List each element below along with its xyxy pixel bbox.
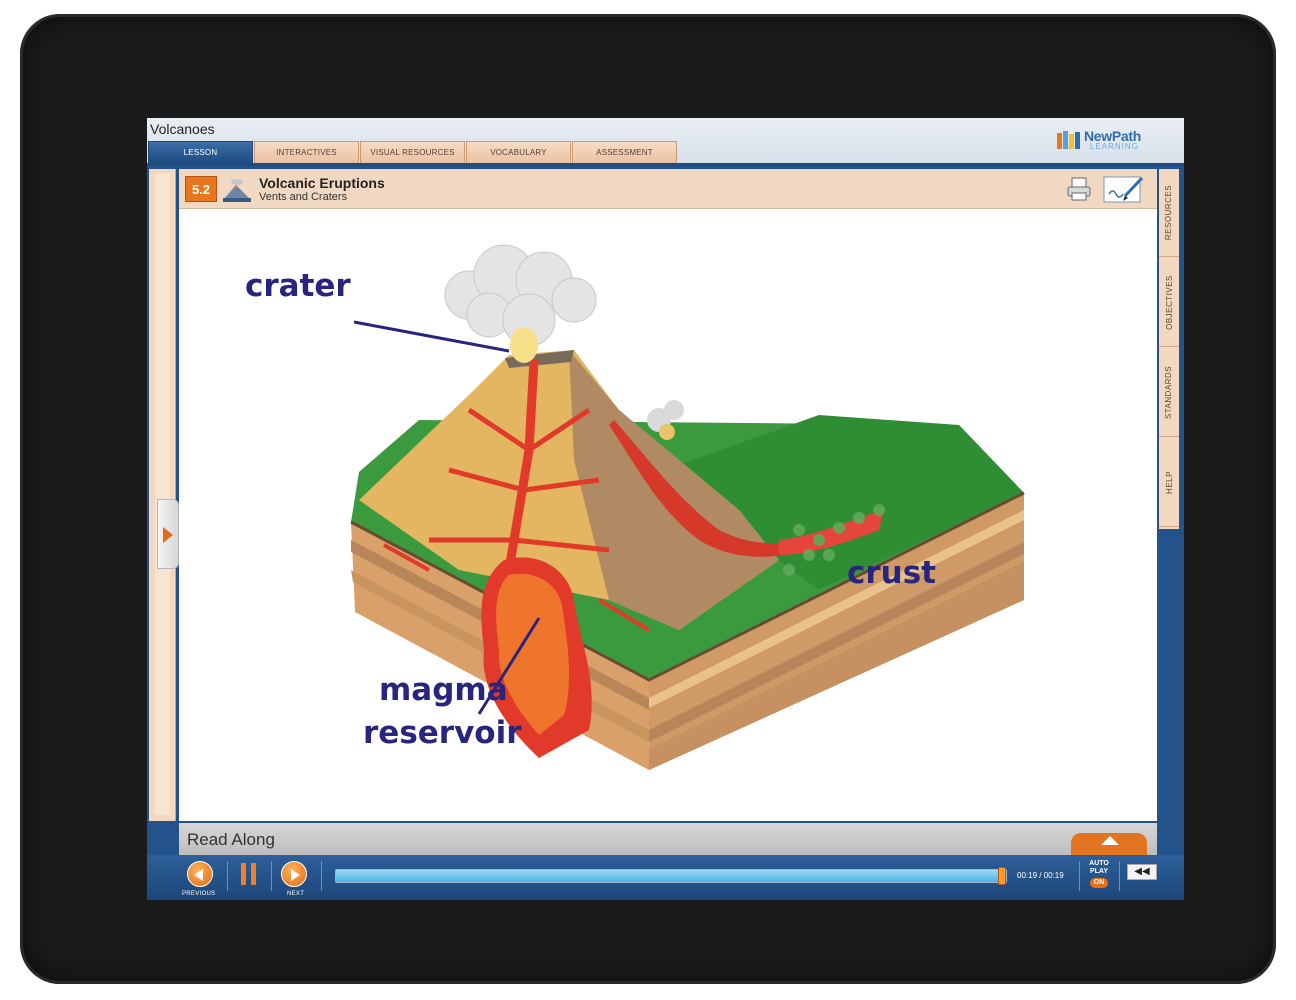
logo-brand: NewPath: [1084, 128, 1142, 144]
label-crust: crust: [847, 555, 937, 591]
left-rail-inner: [155, 173, 170, 815]
lesson-content: 5.2 Volcanic Eruptions Vents and Craters: [179, 169, 1157, 821]
arrow-right-icon: [291, 869, 300, 881]
logo-sub: LEARNING: [1090, 142, 1139, 151]
side-tab-label: OBJECTIVES: [1164, 275, 1174, 330]
main-tabs: LESSON INTERACTIVES VISUAL RESOURCES VOC…: [148, 141, 678, 163]
progress-scrubber[interactable]: [998, 867, 1006, 885]
label-magma: magma: [379, 672, 508, 708]
separator: [321, 861, 322, 891]
tab-interactives[interactable]: INTERACTIVES: [254, 141, 359, 163]
pause-button[interactable]: [239, 863, 261, 887]
volcano-diagram: crater crust magma reservoir: [179, 210, 1157, 821]
left-rail: [149, 169, 176, 821]
side-tab-help[interactable]: HELP: [1159, 439, 1179, 527]
read-along-label: Read Along: [187, 830, 275, 849]
notes-pen-icon[interactable]: [1103, 174, 1145, 204]
read-along-bar: Read Along: [179, 823, 1157, 855]
title-bar: Volcanoes NewPath LEARNING LESSON INTERA…: [147, 118, 1184, 166]
printer-icon[interactable]: [1066, 176, 1092, 202]
player-controls: PREVIOUS NEXT 00:19 / 00:19: [147, 855, 1184, 900]
chevron-up-icon: [1101, 836, 1119, 845]
pause-bar-icon: [251, 863, 256, 885]
separator: [1119, 861, 1120, 891]
newpath-logo: NewPath LEARNING: [1056, 126, 1166, 154]
pause-bar-icon: [241, 863, 246, 885]
volume-button[interactable]: ◀◀: [1127, 864, 1157, 880]
autoplay-line2: PLAY: [1089, 868, 1109, 875]
separator: [1079, 861, 1080, 891]
right-side-tabs: RESOURCES OBJECTIVES STANDARDS HELP: [1159, 169, 1179, 529]
lesson-title: Volcanic Eruptions: [259, 175, 385, 191]
side-tab-objectives[interactable]: OBJECTIVES: [1159, 259, 1179, 347]
tab-vocabulary[interactable]: VOCABULARY: [466, 141, 571, 163]
arrow-left-icon: [194, 869, 203, 881]
autoplay-state: ON: [1089, 878, 1109, 888]
tab-strip: [147, 163, 1184, 166]
app-screen: Volcanoes NewPath LEARNING LESSON INTERA…: [147, 118, 1184, 900]
lesson-frame: 5.2 Volcanic Eruptions Vents and Craters: [147, 166, 1184, 900]
side-tab-standards[interactable]: STANDARDS: [1159, 349, 1179, 437]
lesson-number-badge: 5.2: [185, 176, 217, 202]
autoplay-toggle[interactable]: AUTO PLAY ON: [1085, 860, 1113, 888]
previous-button[interactable]: [187, 861, 213, 887]
lesson-header: 5.2 Volcanic Eruptions Vents and Craters: [179, 169, 1157, 209]
tab-assessment[interactable]: ASSESSMENT: [572, 141, 677, 163]
autoplay-line1: AUTO: [1089, 860, 1109, 867]
label-reservoir: reservoir: [363, 715, 522, 751]
next-label: NEXT: [287, 891, 305, 897]
chevron-right-icon: [163, 527, 173, 543]
tablet-bezel: Volcanoes NewPath LEARNING LESSON INTERA…: [20, 14, 1276, 984]
side-tab-label: HELP: [1164, 471, 1174, 494]
app-title: Volcanoes: [150, 121, 215, 137]
tab-visual-resources[interactable]: VISUAL RESOURCES: [360, 141, 465, 163]
books-logo-icon: [1057, 131, 1080, 149]
lesson-subtitle: Vents and Craters: [259, 191, 348, 203]
volcano-cross-section-illustration: [350, 244, 1025, 770]
volcano-lesson-icon: [223, 179, 251, 202]
label-crater: crater: [245, 268, 351, 304]
expand-panel-button[interactable]: [157, 499, 179, 569]
time-readout: 00:19 / 00:19: [1017, 871, 1064, 880]
audio-progress-bar[interactable]: [335, 867, 1007, 885]
previous-label: PREVIOUS: [182, 891, 216, 897]
read-along-expand-button[interactable]: [1071, 833, 1147, 855]
separator: [227, 861, 228, 891]
side-tab-label: STANDARDS: [1164, 365, 1174, 420]
side-tab-label: RESOURCES: [1164, 184, 1174, 241]
separator: [271, 861, 272, 891]
side-tab-resources[interactable]: RESOURCES: [1159, 169, 1179, 257]
progress-fill: [336, 870, 1006, 882]
next-button[interactable]: [281, 861, 307, 887]
tab-lesson[interactable]: LESSON: [148, 141, 253, 163]
